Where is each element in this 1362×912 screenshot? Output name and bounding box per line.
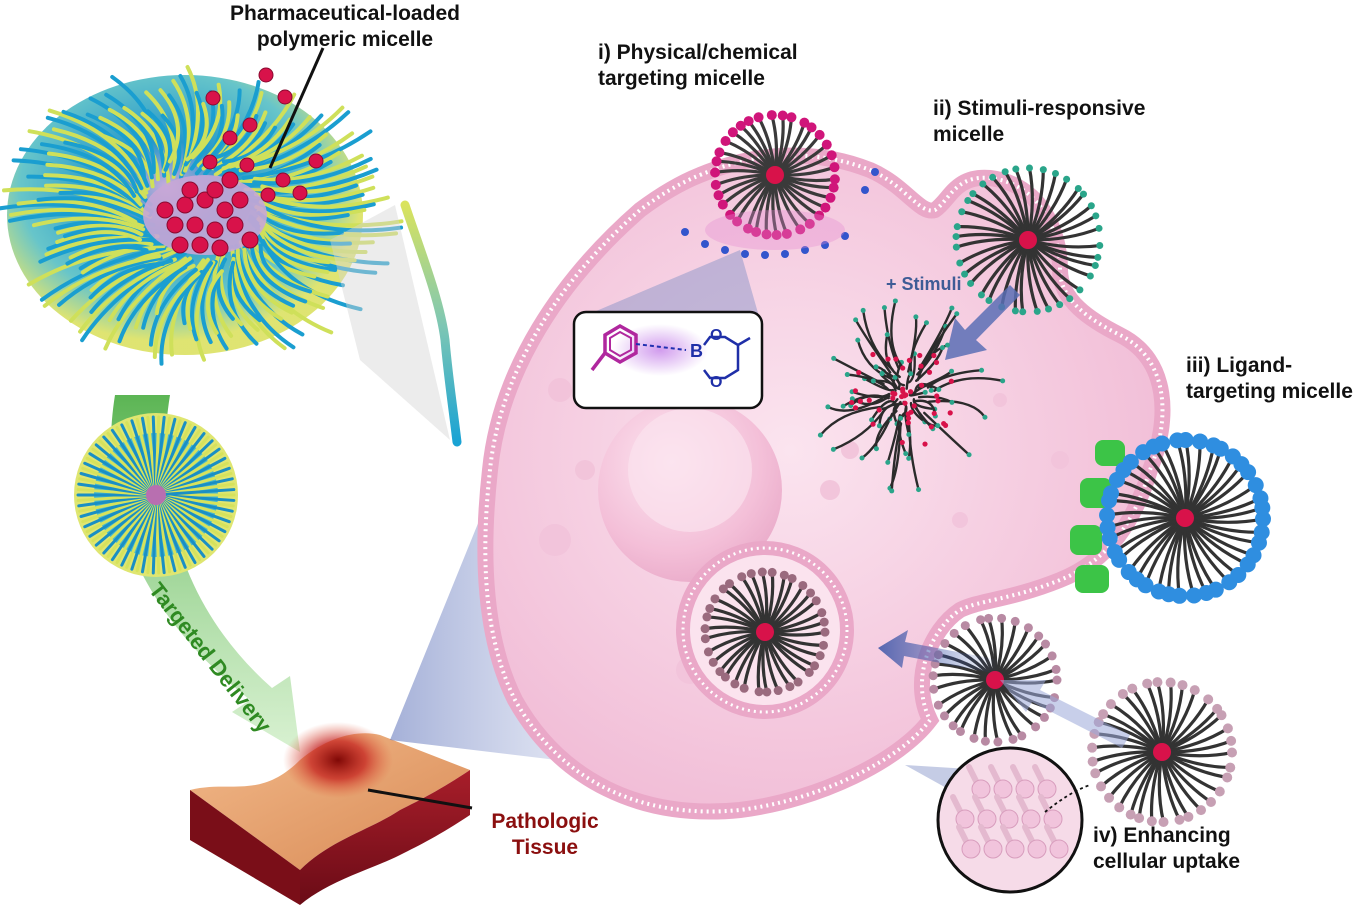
targeted-delivery-text-holder: Targeted Delivery [144, 578, 277, 738]
cellular-uptake-label: iv) Enhancing cellular uptake [1093, 823, 1240, 875]
pathologic-label-line1: Pathologic [491, 810, 599, 833]
entering-micelle [928, 613, 1062, 747]
stimuli-responsive-micelle [952, 164, 1104, 316]
pharm-micelle-label: Pharmaceutical-loaded polymeric micelle [195, 1, 495, 53]
physical-label-line1: i) Physical/chemical [598, 41, 798, 64]
boronate-ester-inset: B O O [572, 310, 764, 410]
pharm-micelle-label-line2: polymeric micelle [256, 28, 434, 51]
pathologic-label-line2: Tissue [511, 836, 579, 859]
ligand-label-line2: targeting micelle [1186, 380, 1353, 403]
pathologic-callout-line [367, 788, 473, 810]
oxygen-atom-bottom: O [710, 374, 722, 391]
pharm-micelle-label-line1: Pharmaceutical-loaded [230, 2, 460, 25]
uptake-micelle [1087, 677, 1237, 827]
tissue-block [190, 722, 470, 905]
endosome-micelle [700, 567, 830, 697]
boronate-zoom-cone [575, 250, 760, 320]
small-micelle [74, 413, 238, 577]
stimuli-label-line1: ii) Stimuli-responsive [933, 97, 1146, 120]
uptake-arrow-2 [1000, 680, 1130, 748]
pharm-callout-line [268, 47, 325, 169]
ligand-receptors [1070, 440, 1125, 593]
pathologic-tissue-label: Pathologic Tissue [470, 809, 620, 861]
stimuli-label-line2: micelle [933, 123, 1005, 146]
uptake-arrow-1 [878, 630, 1000, 674]
ligand-label-line1: iii) Ligand- [1186, 354, 1293, 377]
ligand-targeting-label: iii) Ligand- targeting micelle [1186, 353, 1353, 405]
uptake-label-line1: iv) Enhancing [1093, 824, 1231, 847]
boron-atom: B [690, 341, 703, 361]
polymer-zoom-cone [330, 205, 450, 440]
physical-label-line2: targeting micelle [598, 67, 765, 90]
targeted-delivery-label: Targeted Delivery [144, 578, 277, 738]
physical-chemical-micelle [681, 110, 879, 259]
stimuli-responsive-label: ii) Stimuli-responsive micelle [933, 96, 1145, 148]
membrane-zoom-inset [936, 746, 1091, 894]
stimuli-tag: + Stimuli [886, 274, 962, 294]
uptake-label-line2: cellular uptake [1093, 850, 1241, 873]
ligand-targeting-micelle [1099, 432, 1271, 604]
stimuli-arrow [945, 285, 1020, 360]
large-micelle [0, 64, 404, 366]
physical-chemical-label: i) Physical/chemical targeting micelle [598, 40, 798, 92]
disassembled-micelle [817, 298, 1006, 494]
oxygen-atom-top: O [710, 327, 722, 344]
single-polymer-chain [400, 200, 462, 447]
